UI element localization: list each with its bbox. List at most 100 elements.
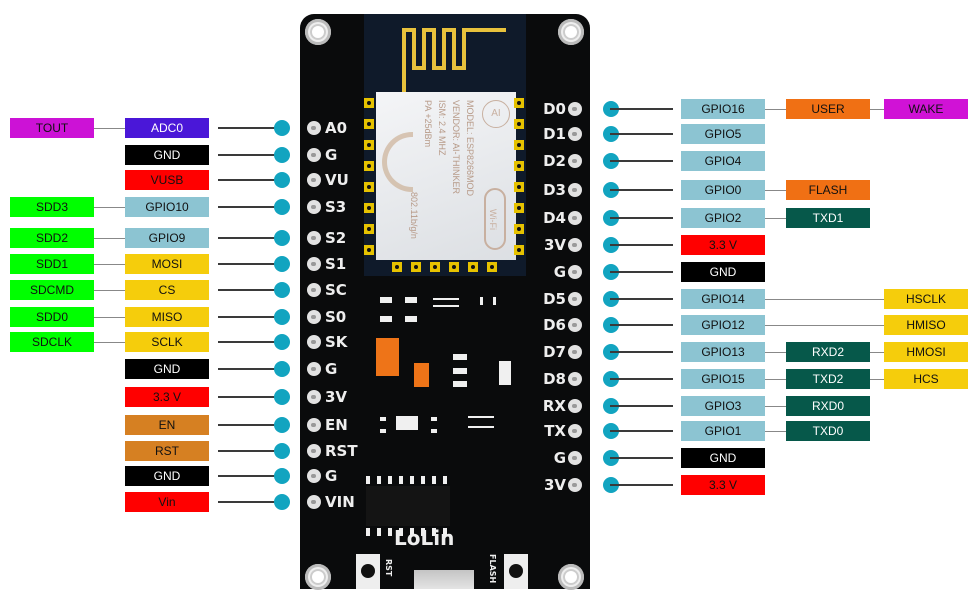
connector-line — [218, 475, 278, 477]
wifi-logo: Wi-Fi — [484, 188, 506, 250]
alt-connector-line — [94, 317, 125, 318]
pin-name: D6 — [543, 316, 566, 334]
pin-function-label: VUSB — [125, 170, 209, 190]
pin-marker — [274, 334, 290, 350]
pin-name: G — [325, 360, 338, 378]
mounting-hole-top-right — [558, 19, 584, 45]
alt-connector-line — [765, 406, 786, 407]
pin-name: EN — [325, 416, 348, 434]
pin-alt-label: WAKE — [884, 99, 968, 119]
pin-function-label: MISO — [125, 307, 209, 327]
mounting-hole-bottom-right — [558, 564, 584, 590]
ic-pin — [410, 528, 414, 536]
pin-function-label: GPIO4 — [681, 151, 765, 171]
module-pad — [514, 203, 524, 213]
pin-marker — [274, 494, 290, 510]
pin-name: D2 — [543, 152, 566, 170]
alt-connector-line — [94, 264, 125, 265]
header-pin — [307, 495, 321, 509]
alt-connector-line — [765, 431, 786, 432]
connector-line — [610, 457, 673, 459]
pin-function-label: EN — [125, 415, 209, 435]
module-pad — [364, 98, 374, 108]
alt-connector-line — [765, 352, 786, 353]
pin-function-label: GPIO0 — [681, 180, 765, 200]
pin-function-label: GPIO13 — [681, 342, 765, 362]
header-pin — [307, 231, 321, 245]
module-pad — [514, 161, 524, 171]
pin-name: 3V — [325, 388, 348, 406]
alt-connector-line — [94, 238, 125, 239]
rst-button[interactable] — [356, 554, 380, 589]
mounting-hole-top-left — [305, 19, 331, 45]
usb-chip — [366, 486, 450, 526]
pin-name: S1 — [325, 255, 347, 273]
header-pin — [307, 390, 321, 404]
pin-name: S0 — [325, 308, 347, 326]
pin-name: D1 — [543, 125, 566, 143]
ai-logo: AI — [482, 100, 510, 128]
pin-function-label: 3.3 V — [125, 387, 209, 407]
alt-connector-line — [765, 109, 786, 110]
header-pin — [307, 335, 321, 349]
mounting-hole-bottom-left — [305, 564, 331, 590]
alt-connector-line — [870, 352, 884, 353]
module-pad — [364, 182, 374, 192]
ic-pin — [377, 476, 381, 484]
alt-connector-line — [765, 190, 786, 191]
connector-line — [218, 154, 278, 156]
pin-function-label: GPIO2 — [681, 208, 765, 228]
module-pad — [514, 182, 524, 192]
pin-name: G — [553, 263, 566, 281]
module-pad — [449, 262, 459, 272]
micro-usb-port — [414, 570, 474, 589]
pin-marker — [274, 282, 290, 298]
flash-button[interactable] — [504, 554, 528, 589]
pin-marker — [274, 230, 290, 246]
header-pin — [568, 424, 582, 438]
connector-line — [610, 160, 673, 162]
ic-pin — [421, 528, 425, 536]
pin-function-label: ADC0 — [125, 118, 209, 138]
pin-function-label: GPIO5 — [681, 124, 765, 144]
pin-function-label: Vin — [125, 492, 209, 512]
connector-line — [610, 351, 673, 353]
module-pad — [364, 224, 374, 234]
pin-function-label: GND — [125, 359, 209, 379]
pin-name: VIN — [325, 493, 355, 511]
pin-function-label: GND — [681, 262, 765, 282]
pin-name: 3V — [543, 236, 566, 254]
pin-function-label: MOSI — [125, 254, 209, 274]
pin-name: 3V — [543, 476, 566, 494]
connector-line — [610, 378, 673, 380]
pin-alt-label: SDD3 — [10, 197, 94, 217]
pin-marker — [274, 172, 290, 188]
module-pad — [514, 140, 524, 150]
pin-name: RST — [325, 442, 358, 460]
connector-line — [218, 127, 278, 129]
alt-connector-line — [94, 342, 125, 343]
esp-module: MODEL: ESP8266MOD VENDOR: AI-THINKER ISM… — [364, 14, 526, 276]
header-pin — [307, 444, 321, 458]
module-pad — [364, 161, 374, 171]
pin-name: D5 — [543, 290, 566, 308]
pin-alt-label: TXD1 — [786, 208, 870, 228]
pin-function-label: 3.3 V — [681, 475, 765, 495]
alt-connector-line — [94, 128, 125, 129]
ic-pin — [443, 528, 447, 536]
alt-connector-line — [870, 379, 884, 380]
header-pin — [568, 211, 582, 225]
ic-pin — [432, 476, 436, 484]
module-pad — [364, 119, 374, 129]
pin-function-label: SCLK — [125, 332, 209, 352]
pin-name: D4 — [543, 209, 566, 227]
pin-function-label: RST — [125, 441, 209, 461]
module-pad — [468, 262, 478, 272]
connector-line — [610, 298, 673, 300]
pin-name: G — [325, 146, 338, 164]
pin-alt-label: HCS — [884, 369, 968, 389]
header-pin — [568, 292, 582, 306]
module-pad — [411, 262, 421, 272]
connector-line — [218, 206, 278, 208]
pin-name: A0 — [325, 119, 348, 137]
